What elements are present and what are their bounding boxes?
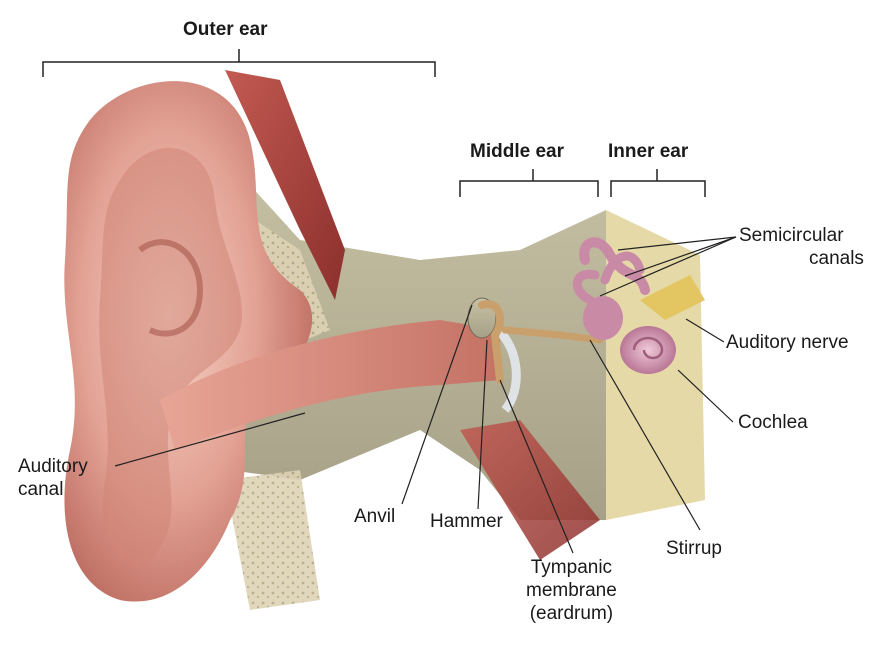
semicircular-canals-label: Semicircular canals — [739, 224, 864, 270]
tympanic-membrane-label-line3: (eardrum) — [526, 602, 617, 625]
hammer-label: Hammer — [430, 510, 503, 533]
stirrup-label: Stirrup — [666, 537, 722, 560]
cochlea-shape — [620, 326, 676, 374]
outer-ear-header: Outer ear — [183, 18, 267, 41]
middle-ear-header: Middle ear — [470, 140, 564, 163]
auditory-canal-label-line1: Auditory — [18, 455, 88, 478]
tympanic-membrane-label: Tympanic membrane (eardrum) — [526, 556, 617, 625]
semicircular-canals-label-line2: canals — [739, 247, 864, 270]
cochlea-label: Cochlea — [738, 411, 808, 434]
tympanic-membrane-label-line1: Tympanic — [526, 556, 617, 579]
inner-ear-bracket — [611, 169, 705, 197]
auditory-canal-label: Auditory canal — [18, 455, 88, 501]
semicircular-canals-label-line1: Semicircular — [739, 224, 864, 247]
tympanic-membrane-label-line2: membrane — [526, 579, 617, 602]
middle-ear-bracket — [460, 169, 598, 197]
auditory-nerve-label: Auditory nerve — [726, 331, 849, 354]
inner-ear-header: Inner ear — [608, 140, 688, 163]
auditory-canal-label-line2: canal — [18, 478, 88, 501]
anvil-label: Anvil — [354, 505, 395, 528]
